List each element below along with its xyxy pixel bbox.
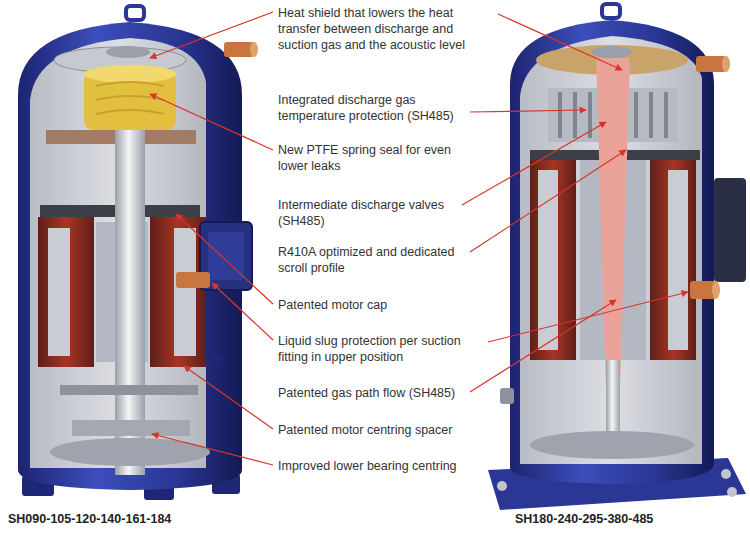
model-caption: SH090-105-120-140-161-184 (8, 511, 308, 527)
callout-label: Patented motor centring spacer (278, 422, 483, 438)
callout-label: Heat shield that lowers the heat transfe… (278, 5, 492, 53)
callout-label: R410A optimized and dedicated scroll pro… (278, 244, 483, 276)
callout-label: Liquid slug protection per suction fitti… (278, 333, 488, 365)
callout-label: New PTFE spring seal for even lower leak… (278, 142, 483, 174)
callout-label: Patented gas path flow (SH485) (278, 385, 483, 401)
leader-lines (150, 12, 688, 465)
callout-label: Patented motor cap (278, 297, 483, 313)
right-compressor (488, 4, 746, 510)
callout-label: Intermediate discharge valves (SH485) (278, 197, 483, 229)
callout-label: Integrated discharge gas temperature pro… (278, 92, 483, 124)
model-caption: SH180-240-295-380-485 (515, 511, 745, 527)
left-compressor (18, 6, 258, 500)
callout-label: Improved lower bearing centring (278, 458, 483, 474)
